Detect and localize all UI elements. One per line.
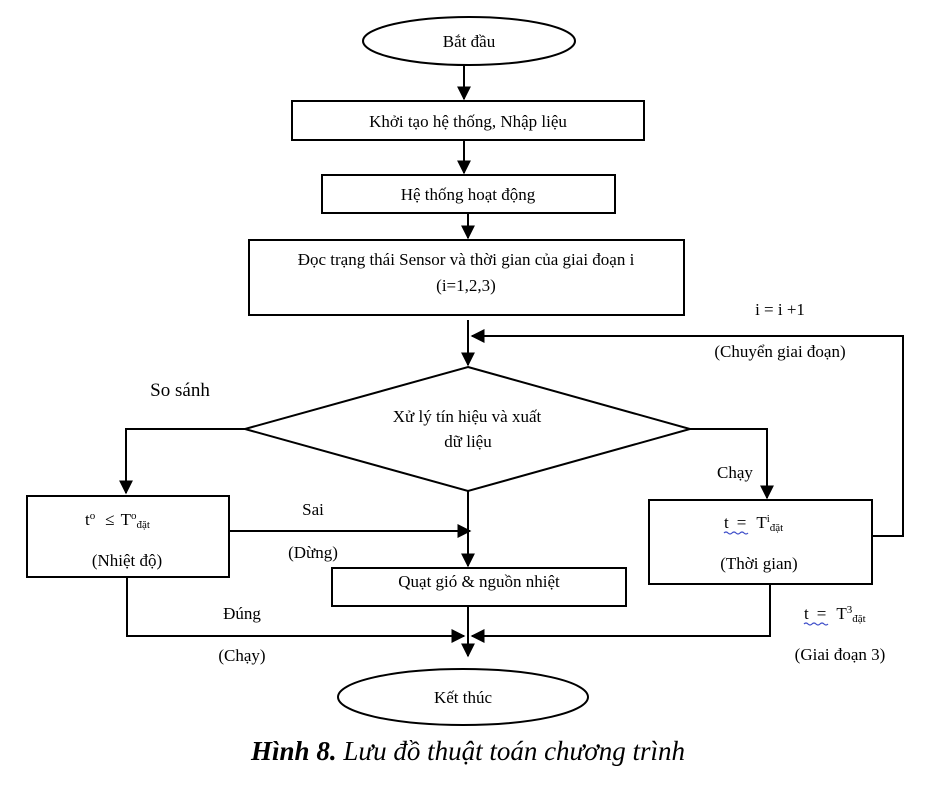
spellcheck-underline xyxy=(723,531,749,535)
init-text: Khởi tạo hệ thống, Nhập liệu xyxy=(369,112,567,131)
start-node: Bắt đầu xyxy=(362,16,576,66)
end-text: Kết thúc xyxy=(434,688,493,707)
temp-condition: to≤Tođặt xyxy=(85,510,150,531)
spellcheck-underline-2 xyxy=(803,622,829,626)
operate-text: Hệ thống hoạt động xyxy=(401,185,536,204)
time-condition-node: t=Tiđặt (Thời gian) xyxy=(648,499,873,585)
temp-label: (Nhiệt độ) xyxy=(92,551,162,570)
init-node: Khởi tạo hệ thống, Nhập liệu xyxy=(291,100,645,141)
run-label: Chạy xyxy=(717,463,753,482)
caption-text: Lưu đồ thuật toán chương trình xyxy=(343,736,685,766)
temperature-condition-node: to≤Tođặt (Nhiệt độ) xyxy=(26,495,230,578)
compare-label: So sánh xyxy=(150,380,210,401)
read-text-line2: (i=1,2,3) xyxy=(436,276,496,295)
start-text: Bắt đầu xyxy=(443,32,496,51)
fan-heater-node: Quạt gió & nguồn nhiệt xyxy=(331,567,627,607)
process-text-line1: Xử lý tín hiệu và xuất xyxy=(393,407,542,426)
time-condition: t=Tiđặt xyxy=(724,513,783,534)
arrow-to-temp xyxy=(119,428,245,495)
process-text-line2: dữ liệu xyxy=(444,432,492,451)
stage3-condition: t=T3đặt xyxy=(804,604,866,625)
read-sensor-node: Đọc trạng thái Sensor và thời gian của g… xyxy=(248,239,685,316)
caption-number: Hình 8. xyxy=(251,736,337,766)
loop-back-arrow xyxy=(470,329,904,537)
stage3-label: (Giai đoạn 3) xyxy=(795,645,886,664)
increment-label: i = i +1 xyxy=(755,300,805,319)
arrow-stage3-merge xyxy=(470,585,771,643)
process-decision-node: Xử lý tín hiệu và xuất dữ liệu xyxy=(241,365,694,493)
end-node: Kết thúc xyxy=(337,668,589,726)
stop-label: (Dừng) xyxy=(288,543,338,562)
read-text-line1: Đọc trạng thái Sensor và thời gian của g… xyxy=(298,250,635,269)
arrow-to-time xyxy=(690,428,774,500)
arrow-true-merge xyxy=(126,577,466,643)
fan-text: Quạt gió & nguồn nhiệt xyxy=(398,572,560,591)
flowchart: Bắt đầu Khởi tạo hệ thống, Nhập liệu Hệ … xyxy=(26,16,904,726)
run-paren-label: (Chạy) xyxy=(218,646,265,665)
next-stage-label: (Chuyển giai đoạn) xyxy=(714,342,845,361)
true-label: Đúng xyxy=(223,604,261,623)
operate-node: Hệ thống hoạt động xyxy=(321,174,616,214)
false-label: Sai xyxy=(302,500,324,519)
figure-caption: Hình 8. Lưu đồ thuật toán chương trình xyxy=(0,736,936,767)
time-label: (Thời gian) xyxy=(720,554,797,573)
